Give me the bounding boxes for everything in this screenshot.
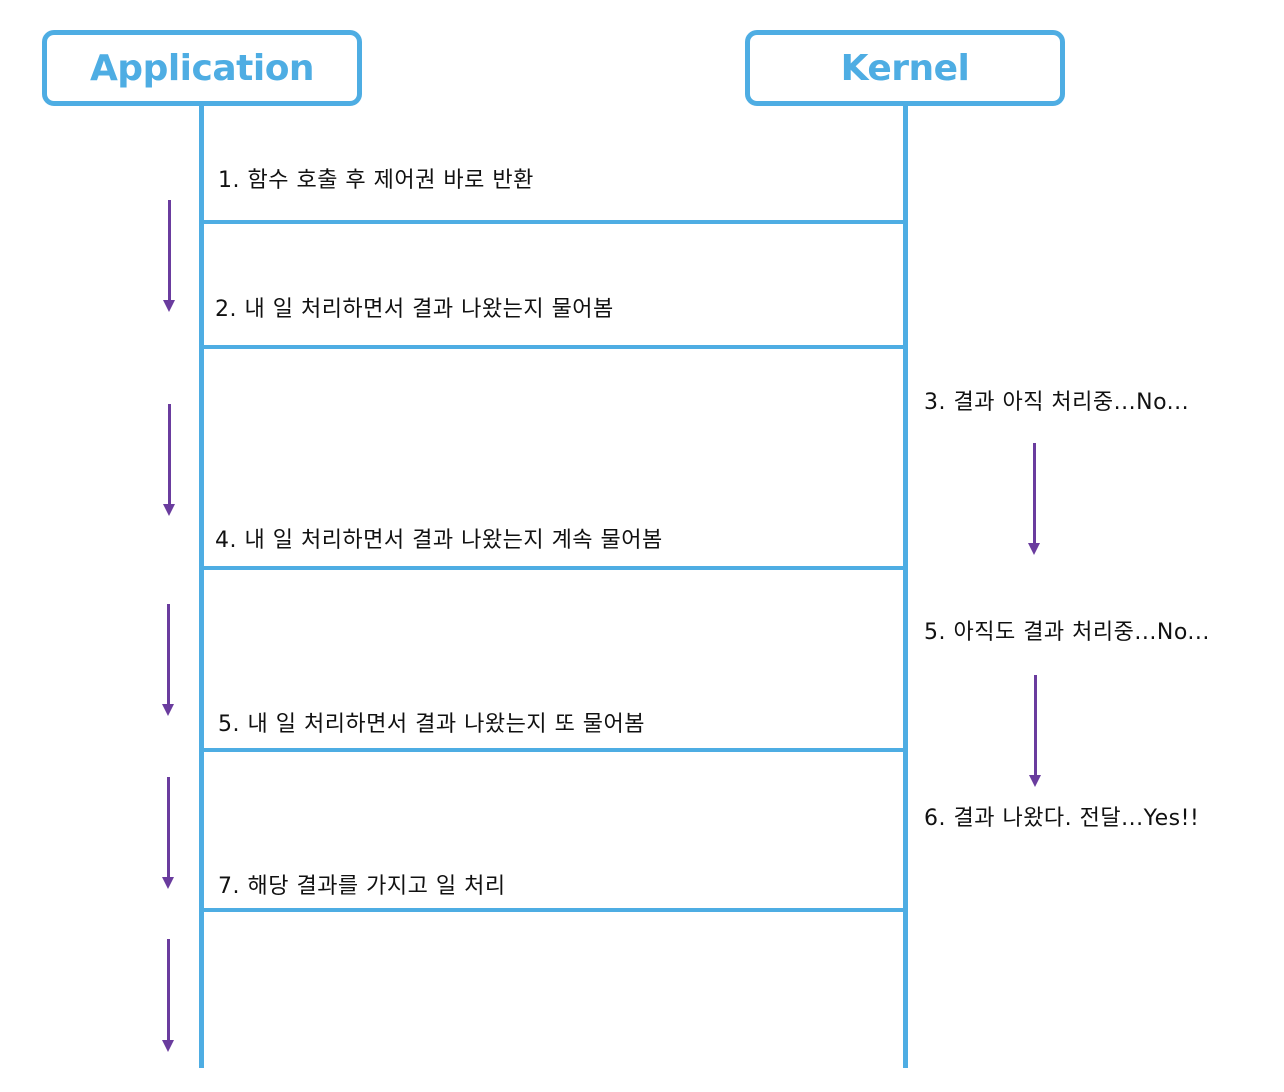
down-arrow-icon (163, 404, 177, 516)
down-arrow-icon (1029, 675, 1043, 787)
message-line-7 (199, 908, 908, 912)
application-actor-title: Application (89, 47, 315, 89)
message-line-5 (199, 748, 908, 752)
message-line-1 (199, 220, 908, 224)
step-6-label: 6. 결과 나왔다. 전달...Yes!! (924, 806, 1200, 831)
down-arrow-icon (163, 200, 177, 312)
kernel-actor-box: Kernel (745, 30, 1065, 106)
down-arrow-icon (162, 777, 176, 889)
message-line-2 (199, 345, 908, 349)
down-arrow-icon (162, 604, 176, 716)
down-arrow-icon (162, 939, 176, 1052)
message-line-4 (199, 566, 908, 570)
step-7-label: 7. 해당 결과를 가지고 일 처리 (218, 874, 506, 899)
step-3-label: 3. 결과 아직 처리중...No... (924, 390, 1190, 415)
step-1-label: 1. 함수 호출 후 제어권 바로 반환 (218, 168, 534, 193)
step-5-app-label: 5. 내 일 처리하면서 결과 나왔는지 또 물어봄 (218, 712, 646, 737)
step-2-label: 2. 내 일 처리하면서 결과 나왔는지 물어봄 (215, 297, 614, 322)
kernel-actor-title: Kernel (840, 47, 970, 89)
kernel-lifeline (903, 104, 908, 1068)
application-lifeline (199, 104, 204, 1068)
down-arrow-icon (1028, 443, 1042, 555)
step-5-kernel-label: 5. 아직도 결과 처리중...No... (924, 620, 1210, 645)
application-actor-box: Application (42, 30, 362, 106)
step-4-label: 4. 내 일 처리하면서 결과 나왔는지 계속 물어봄 (215, 528, 663, 553)
